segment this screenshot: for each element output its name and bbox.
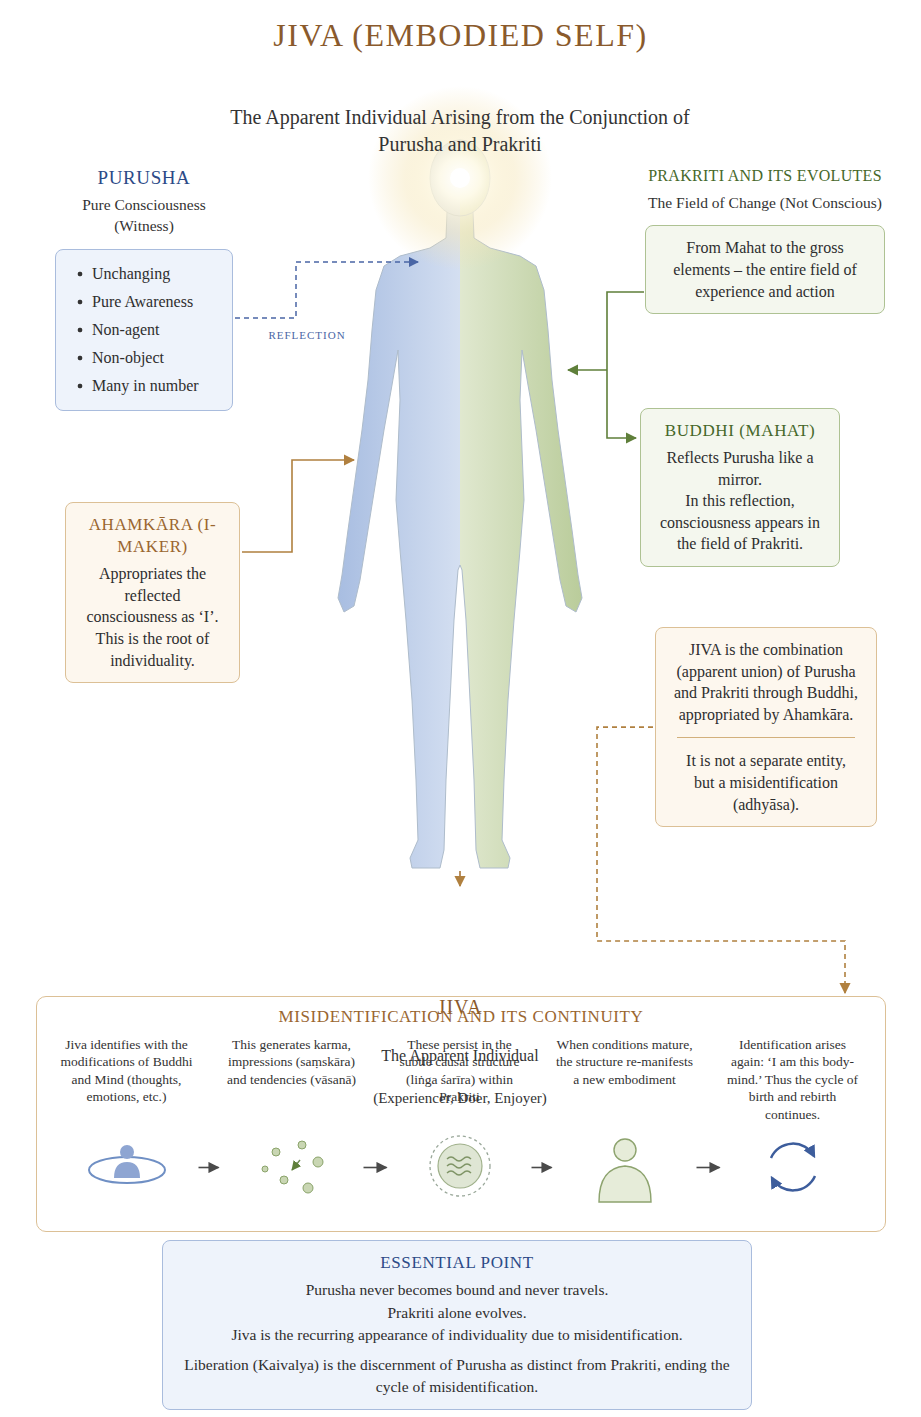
prakriti-box: PRAKRITI AND ITS EVOLUTESThe Field of Ch…	[645, 166, 885, 314]
box-heading: PURUSHA	[55, 166, 233, 191]
body-text: In this reflection, consciousness appear…	[654, 490, 826, 555]
impression-dot	[272, 1148, 280, 1156]
diagram-title: JIVA (EMBODIED SELF)	[0, 16, 921, 54]
connector-arrow	[364, 1167, 387, 1169]
connector-arrow	[199, 1167, 219, 1169]
box-subtitle: The Field of Change (Not Conscious)	[645, 192, 885, 214]
impression-dot	[313, 1157, 323, 1167]
step-text: This generates karma, impressions (saṃsk…	[222, 1036, 362, 1089]
body-text: Prakriti alone evolves.	[176, 1302, 738, 1324]
prakriti-bracket-arm	[568, 369, 607, 371]
step-column: Jiva identifies with the modifications o…	[57, 1036, 197, 1208]
body-text: Purusha never becomes bound and never tr…	[176, 1279, 738, 1301]
list-item: Non-agent	[76, 316, 220, 344]
list-item: Non-object	[76, 344, 220, 372]
orbit-icon	[89, 1157, 165, 1183]
step-column: This generates karma, impressions (saṃsk…	[222, 1036, 362, 1208]
ahamkara-box: AHAMKĀRA (I-MAKER) Appropriates the refle…	[65, 502, 240, 683]
subtle-body-ring	[430, 1136, 490, 1196]
jiva-box: JIVA is the combination (apparent union)…	[655, 627, 877, 827]
step-column: These persist in the subtle causal struc…	[390, 1036, 530, 1208]
continuity-band: MISIDENTIFICATION AND ITS CONTINUITY Jiva…	[36, 996, 886, 1232]
impression-dot	[280, 1176, 288, 1184]
prakriti-box-frame: From Mahat to the gross elements – the e…	[645, 225, 885, 314]
box-heading: BUDDHI (MAHAT)	[654, 420, 826, 442]
subtle-body-wave	[447, 1171, 471, 1175]
box-subtitle: Pure Consciousness (Witness)	[55, 194, 233, 237]
body-text: This is the root of individuality.	[79, 628, 226, 671]
subtitle: The Apparent Individual Arising from the…	[220, 104, 700, 158]
body-text: Liberation (Kaivalya) is the discernment…	[176, 1354, 738, 1399]
subtle-body-core	[438, 1144, 482, 1188]
impression-dot	[298, 1141, 306, 1149]
body-text: Appropriates the reflected consciousness…	[79, 563, 226, 628]
list-item: Unchanging	[76, 260, 220, 288]
step-column: When conditions mature, the structure re…	[555, 1036, 695, 1208]
reflection-label: REFLECTION	[252, 328, 362, 342]
step-text: Jiva identifies with the modifications o…	[57, 1036, 197, 1106]
subtle-body-wave	[447, 1157, 471, 1161]
human-figure	[338, 212, 582, 868]
connector-arrow	[532, 1167, 552, 1169]
ahamkara-leader	[242, 460, 354, 552]
impression-arrow	[292, 1160, 300, 1170]
cycle-arrow	[771, 1144, 814, 1158]
light-core	[450, 168, 470, 188]
box-heading: MISIDENTIFICATION AND ITS CONTINUITY	[50, 1006, 872, 1028]
box-heading: ESSENTIAL POINT	[176, 1252, 738, 1274]
box-heading: PRAKRITI AND ITS EVOLUTES	[605, 166, 921, 187]
purusha-box-frame: UnchangingPure AwarenessNon-agentNon-obj…	[55, 249, 233, 411]
buddhi-box: BUDDHI (MAHAT) Reflects Purusha like a mi…	[640, 408, 840, 567]
subtle-body-wave	[447, 1164, 471, 1168]
step-text: These persist in the subtle causal struc…	[390, 1036, 530, 1106]
jiva-leader	[459, 871, 461, 886]
step-text: When conditions mature, the structure re…	[555, 1036, 695, 1089]
connector-arrow	[697, 1167, 720, 1169]
cycle-arrow	[772, 1176, 815, 1190]
person-icon-head	[120, 1145, 134, 1159]
bust-icon-head	[614, 1139, 636, 1161]
body-text: Reflects Purusha like a mirror.	[654, 447, 826, 490]
reflection-leader	[235, 262, 418, 318]
box-heading: AHAMKĀRA (I-MAKER)	[79, 514, 226, 558]
body-text: From Mahat to the gross elements – the e…	[659, 237, 871, 302]
impression-dot	[262, 1166, 268, 1172]
person-icon-body	[114, 1162, 140, 1178]
body-text: It is not a separate entity, but a misid…	[677, 737, 855, 815]
prakriti-bracket	[607, 292, 644, 438]
step-column: Identification arises again: ‘I am this …	[723, 1036, 863, 1208]
body-text: JIVA is the combination (apparent union)…	[669, 639, 863, 725]
impression-dot	[303, 1183, 313, 1193]
list-item: Pure Awareness	[76, 288, 220, 316]
step-text: Identification arises again: ‘I am this …	[723, 1036, 863, 1124]
purusha-box: PURUSHA Pure Consciousness (Witness) Uncha…	[55, 166, 233, 411]
body-text: Jiva is the recurring appearance of indi…	[176, 1324, 738, 1346]
list-item: Many in number	[76, 372, 220, 400]
essential-box: ESSENTIAL POINT Purusha never becomes bou…	[162, 1240, 752, 1410]
bust-icon-body	[599, 1166, 651, 1202]
